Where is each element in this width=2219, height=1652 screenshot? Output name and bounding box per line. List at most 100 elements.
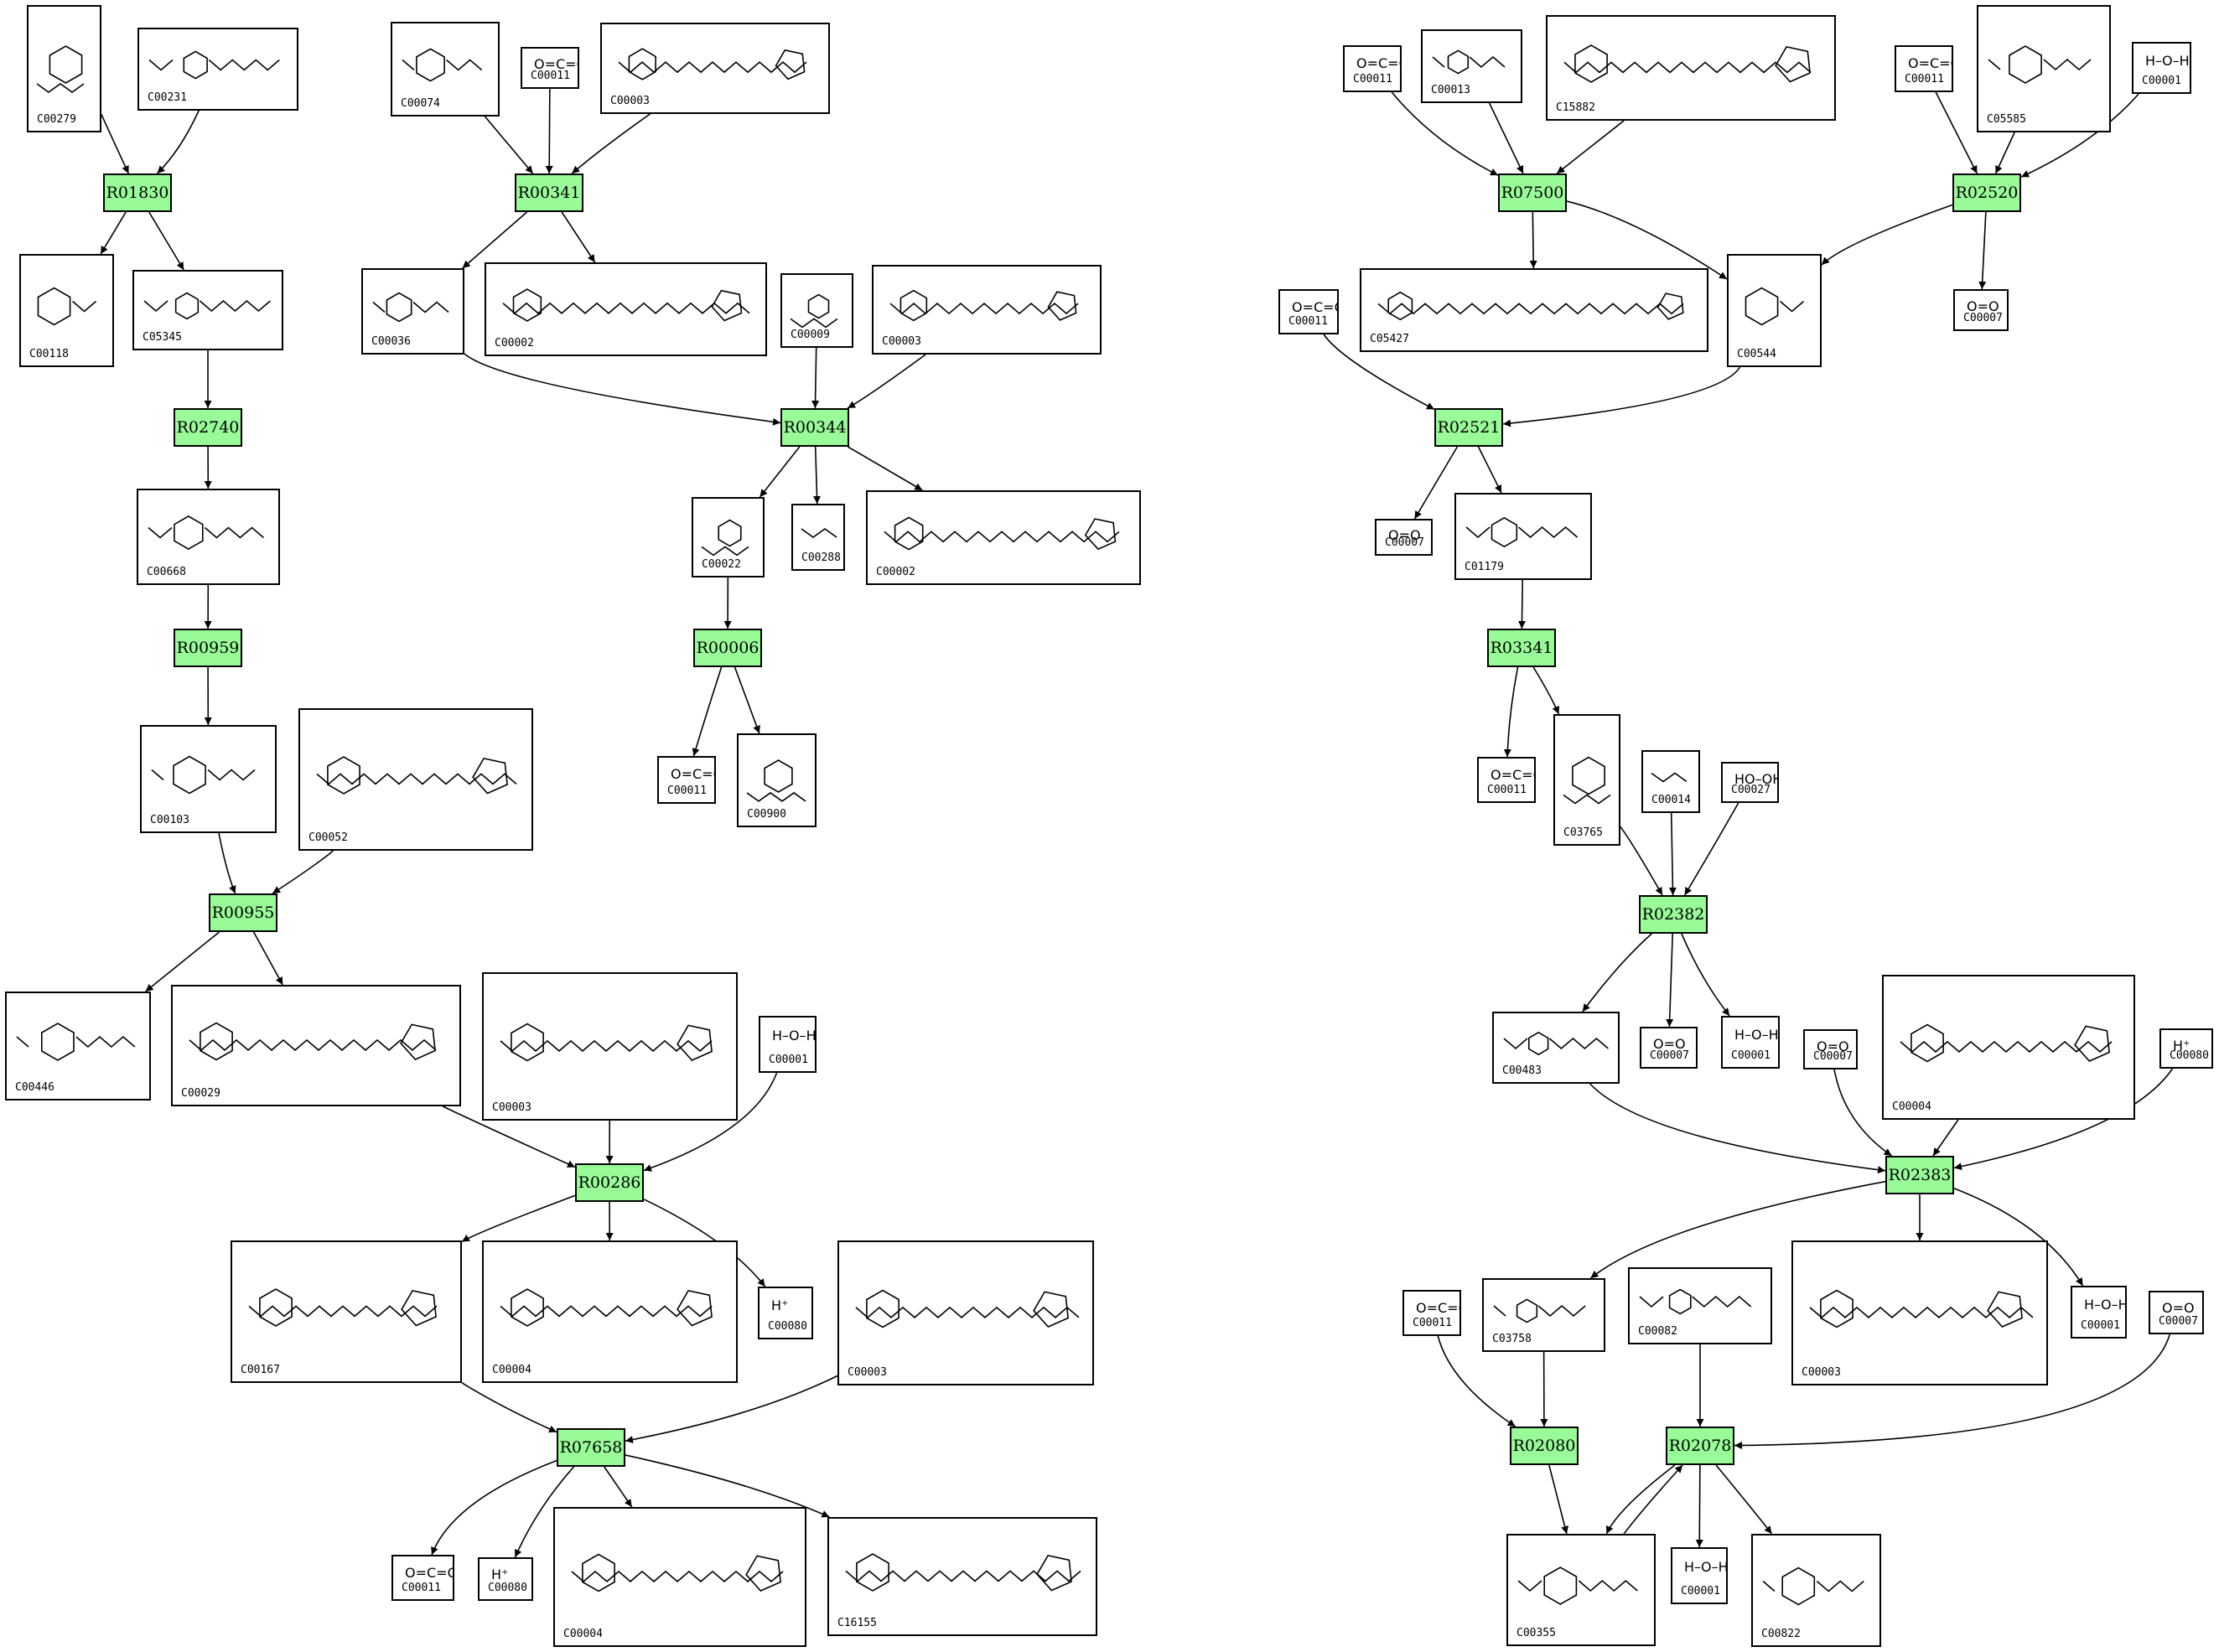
compound-id-label: C00167	[241, 1364, 280, 1376]
edge-c00011-e-to-r02520	[1935, 91, 1978, 174]
compound-c00103[interactable]: C00103	[140, 725, 277, 833]
reaction-r00955[interactable]: R00955	[209, 893, 277, 932]
compound-c00003-b[interactable]: C00003	[837, 1240, 1094, 1385]
compound-c00118[interactable]: C00118	[19, 254, 114, 367]
structure-dinucleotide-icon	[500, 1288, 713, 1327]
reaction-r02078[interactable]: R02078	[1666, 1427, 1734, 1465]
reaction-r07500[interactable]: R07500	[1498, 173, 1567, 212]
compound-c00003-e[interactable]: C00003	[1791, 1240, 2048, 1385]
compound-c00002-a[interactable]: C00002	[485, 262, 767, 356]
compound-c00002-b[interactable]: C00002	[866, 490, 1141, 585]
reaction-r03341[interactable]: R03341	[1487, 629, 1556, 667]
compound-c00080-b[interactable]: H⁺C00080	[478, 1557, 533, 1601]
compound-c00004-a[interactable]: C00004	[482, 1240, 738, 1383]
reaction-r02521[interactable]: R02521	[1434, 408, 1503, 447]
edge-r03341-to-c00011-g	[1503, 666, 1519, 758]
reaction-r02383[interactable]: R02383	[1885, 1156, 1954, 1194]
compound-c00036[interactable]: C00036	[361, 268, 464, 355]
reaction-r00286[interactable]: R00286	[575, 1163, 644, 1202]
compound-c00231[interactable]: C00231	[137, 28, 298, 111]
reaction-r00959[interactable]: R00959	[174, 629, 242, 667]
compound-c00668[interactable]: C00668	[137, 489, 280, 585]
compound-formula: H–O–H	[2084, 1297, 2127, 1313]
reaction-r02740[interactable]: R02740	[174, 408, 242, 447]
compound-formula: O=C=O	[1292, 298, 1337, 315]
reaction-r01830[interactable]: R01830	[103, 173, 172, 212]
compound-c00009[interactable]: C00009	[780, 273, 853, 348]
compound-c00004-c[interactable]: C00004	[1882, 975, 2135, 1120]
compound-c00080-c[interactable]: H⁺C00080	[2159, 1028, 2213, 1069]
compound-c00074[interactable]: C00074	[391, 22, 500, 117]
reaction-r02382[interactable]: R02382	[1639, 895, 1708, 934]
compound-c00022[interactable]: C00022	[692, 497, 765, 577]
compound-c00279[interactable]: C00279	[27, 5, 101, 132]
compound-formula: O=C=O	[405, 1564, 454, 1581]
compound-c00003-d[interactable]: C00003	[872, 265, 1102, 355]
reaction-r02080[interactable]: R02080	[1510, 1427, 1579, 1465]
compound-c00014[interactable]: C00014	[1641, 750, 1700, 813]
compound-c00544[interactable]: C00544	[1727, 254, 1822, 367]
compound-id-label: C00004	[1892, 1100, 1931, 1113]
compound-c15882[interactable]: C15882	[1546, 15, 1836, 121]
compound-c00052[interactable]: C00052	[298, 708, 533, 851]
compound-c00003-c[interactable]: C00003	[600, 23, 830, 114]
structure-pyranose-phosphate-icon	[151, 755, 256, 795]
edge-c00007-d-to-r02383	[1833, 1069, 1893, 1157]
compound-formula: O=C=O	[1356, 55, 1400, 72]
compound-c00446[interactable]: C00446	[5, 992, 151, 1100]
compound-formula: O=O	[2162, 1300, 2195, 1317]
compound-c00082[interactable]: C00082	[1628, 1267, 1772, 1344]
compound-c00900[interactable]: C00900	[737, 733, 817, 827]
compound-c00167[interactable]: C00167	[231, 1240, 462, 1383]
compound-c05345[interactable]: C05345	[132, 270, 283, 350]
compound-c05585[interactable]: C05585	[1977, 5, 2111, 132]
compound-c00003-a[interactable]: C00003	[482, 972, 738, 1121]
compound-c00004-b[interactable]: C00004	[553, 1507, 806, 1647]
reaction-r00344[interactable]: R00344	[780, 408, 849, 447]
compound-id-label: C00003	[882, 335, 921, 348]
reaction-r00006[interactable]: R00006	[693, 629, 762, 667]
compound-id-label: C00007	[2159, 1315, 2198, 1328]
compound-formula: HO–OH	[1734, 770, 1779, 787]
reaction-r00341[interactable]: R00341	[515, 173, 583, 212]
compound-id-label: C00007	[1963, 312, 2003, 324]
compound-c00288[interactable]: C00288	[791, 504, 845, 571]
compound-c00822[interactable]: C00822	[1751, 1534, 1881, 1647]
structure-dinucleotide-icon	[1900, 1023, 2113, 1063]
reaction-r02520[interactable]: R02520	[1952, 173, 2021, 212]
compound-c00080-a[interactable]: H⁺C00080	[758, 1287, 813, 1339]
compound-c03758[interactable]: C03758	[1482, 1278, 1605, 1352]
compound-formula: H–O–H	[1684, 1559, 1728, 1576]
compound-c00029[interactable]: C00029	[171, 985, 461, 1106]
compound-c03765[interactable]: C03765	[1553, 714, 1620, 846]
compound-c16155[interactable]: C16155	[827, 1517, 1097, 1636]
compound-c00013[interactable]: C00013	[1421, 29, 1522, 103]
compound-id-label: C00002	[876, 566, 915, 578]
compound-c01179[interactable]: C01179	[1454, 493, 1592, 580]
compound-c00355[interactable]: C00355	[1506, 1534, 1656, 1646]
compound-id-label: C00011	[1353, 73, 1392, 85]
structure-furanose-phosphate-icon	[143, 292, 271, 320]
reaction-r07658[interactable]: R07658	[557, 1428, 625, 1467]
compound-c00483[interactable]: C00483	[1492, 1012, 1620, 1084]
compound-c05427[interactable]: C05427	[1360, 268, 1708, 352]
